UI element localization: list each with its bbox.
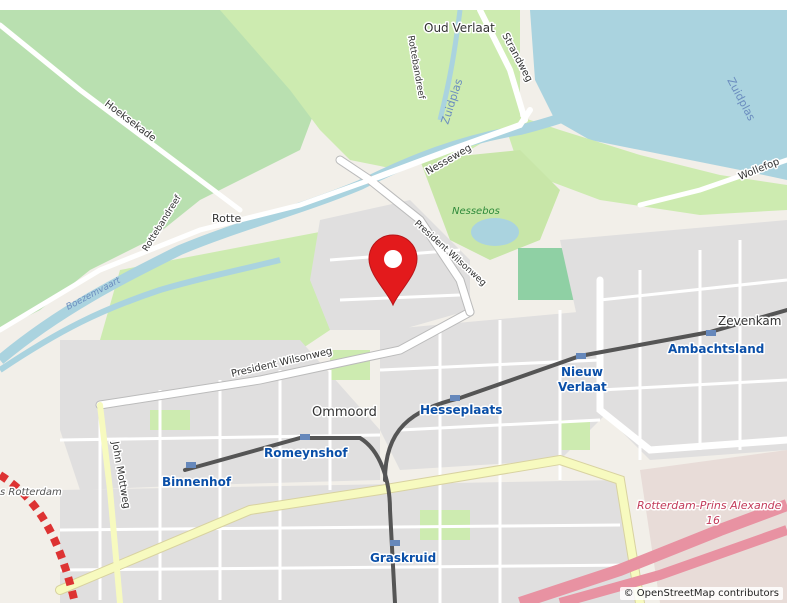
label-graskruid: Graskruid <box>370 551 436 565</box>
label-nessebos: Nessebos <box>452 206 500 217</box>
park-area-north <box>220 10 520 170</box>
zuidplas-canal <box>437 10 463 121</box>
railway <box>0 471 79 603</box>
label-rotterdam-prins-alexander: Rotterdam-Prins Alexande <box>637 499 782 512</box>
station-graskruid[interactable] <box>390 540 400 546</box>
boezemvaart-canal <box>0 257 281 373</box>
park-patch <box>150 410 190 430</box>
location-marker[interactable] <box>368 234 418 307</box>
metro-line <box>183 308 787 603</box>
east-ring-road <box>596 276 787 454</box>
label-ommoord: Ommoord <box>312 405 377 420</box>
metro-stations <box>186 330 716 546</box>
strandweg <box>477 10 528 123</box>
station-romeynshof[interactable] <box>300 434 310 440</box>
map-canvas[interactable]: Oud Verlaat Rottebandreef Strandweg Zuid… <box>0 10 787 603</box>
zuidplas-lake <box>530 10 787 180</box>
label-nieuw-verlaat-line1: Nieuw <box>561 365 603 379</box>
nessebos-pond <box>471 218 519 246</box>
label-romeynshof: Romeynshof <box>264 446 348 460</box>
hoeksekade <box>0 22 243 213</box>
motorway <box>518 499 787 603</box>
station-binnenhof[interactable] <box>186 462 196 468</box>
map-pin-icon <box>368 234 418 307</box>
station-hesseplaats[interactable] <box>450 395 460 401</box>
label-zevenkamp: Zevenkam <box>718 314 781 328</box>
residential-south <box>60 480 640 603</box>
john-mottweg <box>97 402 123 603</box>
park-patch <box>560 420 590 450</box>
major-roads <box>0 10 787 603</box>
label-ambachtsland: Ambachtsland <box>668 342 764 356</box>
label-s-rotterdam: s Rotterdam <box>0 487 62 498</box>
rotte-road <box>0 177 373 333</box>
minor-roads <box>59 240 787 603</box>
wollefop-road <box>637 157 787 208</box>
station-ambachtsland[interactable] <box>706 330 716 336</box>
label-district-number: 16 <box>706 514 720 527</box>
map-attribution[interactable]: © OpenStreetMap contributors <box>619 587 783 600</box>
label-oud-verlaat: Oud Verlaat <box>424 21 495 35</box>
label-rotte: Rotte <box>212 212 242 225</box>
label-nieuw-verlaat-line2: Verlaat <box>558 380 607 394</box>
label-binnenhof: Binnenhof <box>162 475 232 489</box>
nessebos-wood <box>420 150 560 260</box>
lake-shore-park <box>500 110 787 215</box>
station-nieuw-verlaat[interactable] <box>576 353 586 359</box>
label-hesseplaats: Hesseplaats <box>420 403 502 417</box>
